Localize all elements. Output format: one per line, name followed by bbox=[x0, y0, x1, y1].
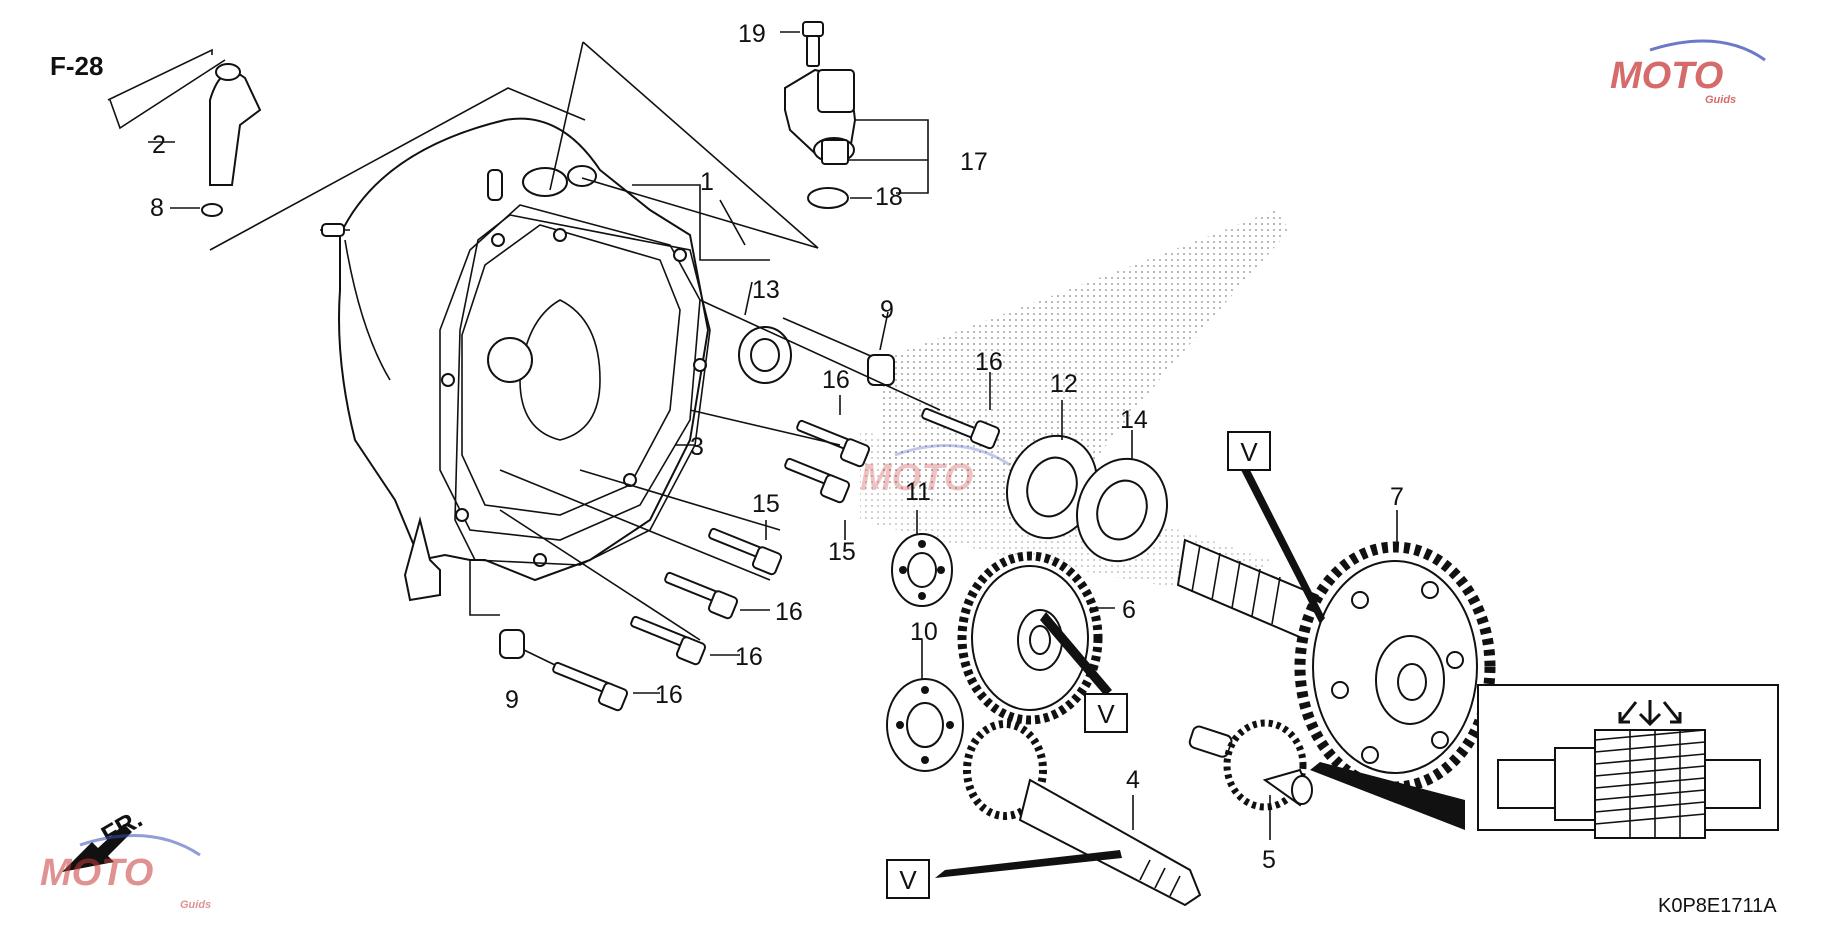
callout-16-e: 16 bbox=[655, 681, 683, 709]
flange-bolt-15b bbox=[708, 527, 783, 576]
pointer-7 bbox=[1240, 468, 1325, 624]
svg-text:MOTO: MOTO bbox=[40, 852, 153, 894]
callout-16-b: 16 bbox=[822, 366, 850, 394]
tooth-detail-inset bbox=[1477, 684, 1779, 839]
callout-4: 4 bbox=[1126, 766, 1140, 794]
callout-13: 13 bbox=[752, 276, 780, 304]
countershaft-4 bbox=[963, 720, 1202, 907]
cover-gasket bbox=[454, 214, 711, 566]
cover-boss bbox=[487, 337, 533, 383]
leader-1b bbox=[581, 177, 819, 249]
watermark-logo-center: MOTO bbox=[860, 444, 1011, 499]
callout-5: 5 bbox=[1262, 846, 1276, 874]
pointer-6 bbox=[1040, 612, 1112, 696]
callout-10: 10 bbox=[910, 618, 938, 646]
filler-port bbox=[522, 167, 568, 197]
svg-text:Guids: Guids bbox=[180, 899, 211, 911]
callout-17: 17 bbox=[960, 148, 988, 176]
flange-bolt-16b bbox=[664, 571, 739, 620]
callout-15-upper: 15 bbox=[752, 490, 780, 518]
leader-frame-right bbox=[582, 41, 819, 249]
oil-seal bbox=[738, 326, 792, 384]
part-code: K0P8E1711A bbox=[1658, 895, 1777, 917]
leader-frame-left bbox=[209, 87, 586, 251]
callout-1: 1 bbox=[700, 168, 714, 196]
callout-16-d: 16 bbox=[735, 643, 763, 671]
callout-16-c: 16 bbox=[775, 598, 803, 626]
svg-text:V: V bbox=[1240, 437, 1258, 467]
bearing-10 bbox=[886, 678, 964, 772]
callout-18: 18 bbox=[875, 183, 903, 211]
pointer-4 bbox=[935, 850, 1122, 878]
callout-12: 12 bbox=[1050, 370, 1078, 398]
inspect-box-6: V bbox=[1084, 693, 1128, 733]
gear-6 bbox=[957, 551, 1103, 725]
inspect-box-4: V bbox=[886, 859, 930, 899]
breather-nipple bbox=[487, 169, 503, 201]
sensor-bolt bbox=[802, 21, 824, 67]
callout-16-a: 16 bbox=[975, 348, 1003, 376]
callout-2: 2 bbox=[152, 131, 166, 159]
flange-bolt-15a bbox=[784, 457, 851, 504]
dowel-pin-upper bbox=[867, 354, 895, 386]
leader-17 bbox=[855, 119, 929, 194]
sensor-o-ring bbox=[807, 187, 849, 209]
stud-bolt bbox=[321, 223, 345, 237]
callout-19: 19 bbox=[738, 20, 766, 48]
leader-1 bbox=[632, 184, 770, 261]
breather-tube bbox=[107, 48, 262, 186]
cover-bracket bbox=[403, 516, 441, 602]
svg-text:Guids: Guids bbox=[1705, 94, 1736, 106]
leader-frame-mid bbox=[549, 41, 584, 191]
reference-label: F-28 bbox=[50, 51, 103, 81]
svg-text:V: V bbox=[899, 865, 917, 895]
callout-11: 11 bbox=[905, 478, 931, 506]
pointer-5 bbox=[1310, 762, 1465, 830]
tube-clip bbox=[201, 203, 223, 217]
callout-8: 8 bbox=[150, 194, 164, 222]
watermark-logo: MOTO Guids bbox=[1610, 39, 1766, 106]
dowel-pin-lower bbox=[499, 629, 525, 659]
bearing-12 bbox=[1005, 434, 1099, 540]
callout-6: 6 bbox=[1122, 596, 1136, 624]
svg-text:V: V bbox=[1097, 699, 1115, 729]
left-crankcase-cover bbox=[320, 117, 710, 602]
callout-15-lower: 15 bbox=[828, 538, 856, 566]
flange-bolt-16d bbox=[552, 661, 629, 712]
speed-sensor bbox=[784, 68, 857, 165]
watermark-logo-bottom: MOTO Guids bbox=[40, 834, 211, 911]
sensor-port bbox=[567, 165, 597, 187]
pinion-5 bbox=[1188, 719, 1313, 811]
callout-14: 14 bbox=[1120, 406, 1148, 434]
callout-9-lower: 9 bbox=[505, 686, 519, 714]
callout-9-upper: 9 bbox=[880, 296, 894, 324]
svg-text:MOTO: MOTO bbox=[1610, 55, 1723, 97]
flange-bolt-16c bbox=[630, 615, 707, 666]
bearing-11 bbox=[891, 533, 953, 607]
callout-7: 7 bbox=[1390, 483, 1404, 511]
callout-3: 3 bbox=[690, 433, 704, 461]
svg-text:MOTO: MOTO bbox=[860, 457, 973, 499]
inspect-box-7: V bbox=[1227, 431, 1271, 471]
flange-bolt-upper bbox=[921, 407, 1001, 450]
bearing-14 bbox=[1075, 457, 1169, 563]
